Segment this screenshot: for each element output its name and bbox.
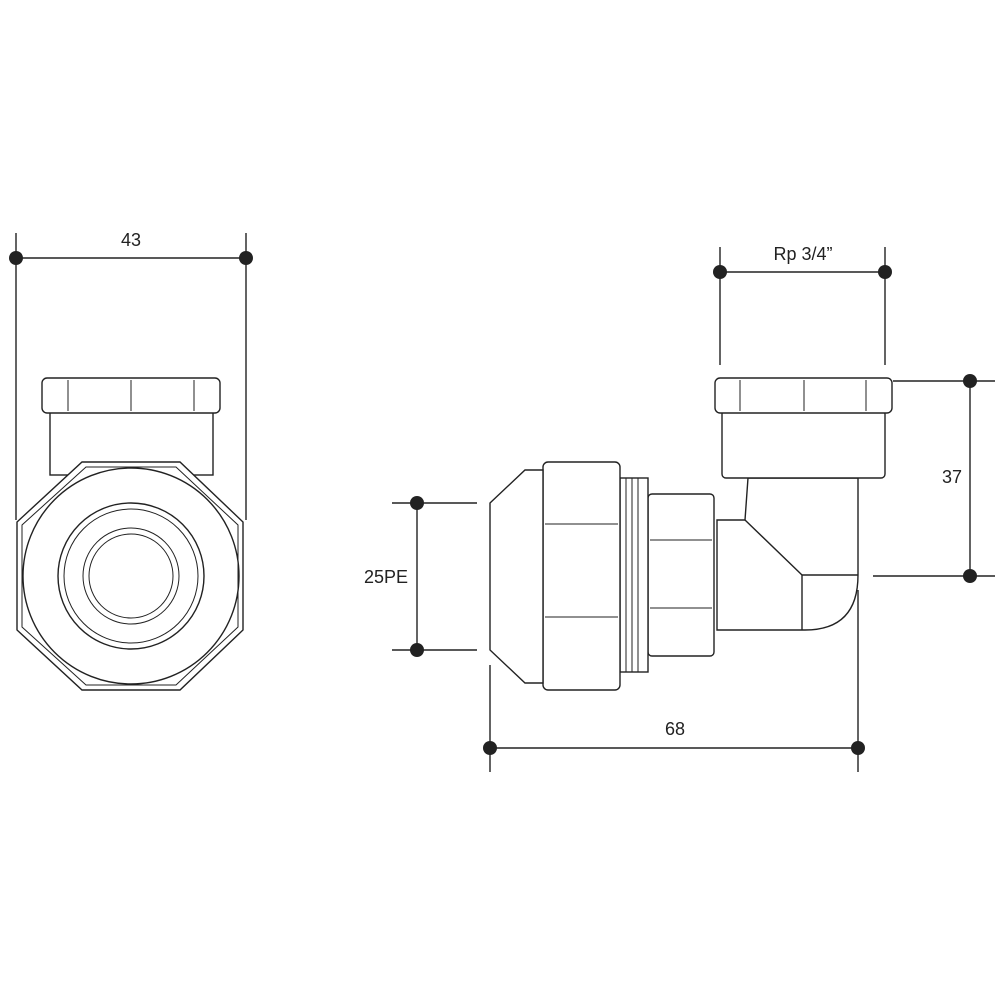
compression-nut	[542, 461, 621, 691]
dim-label-height: 37	[942, 467, 962, 487]
front-octagon-nut	[16, 461, 244, 691]
dim-label-width: 43	[121, 230, 141, 250]
elbow-body	[716, 477, 859, 631]
front-view	[16, 377, 244, 691]
compression-cone	[489, 469, 544, 684]
side-view	[489, 377, 893, 691]
thread	[619, 477, 649, 673]
side-body	[721, 409, 886, 479]
dimension-dots	[9, 251, 977, 755]
dim-label-length: 68	[665, 719, 685, 739]
dim-label-thread: Rp 3/4”	[773, 244, 832, 264]
hex-body	[647, 493, 715, 657]
dim-label-pipe: 25PE	[364, 567, 408, 587]
